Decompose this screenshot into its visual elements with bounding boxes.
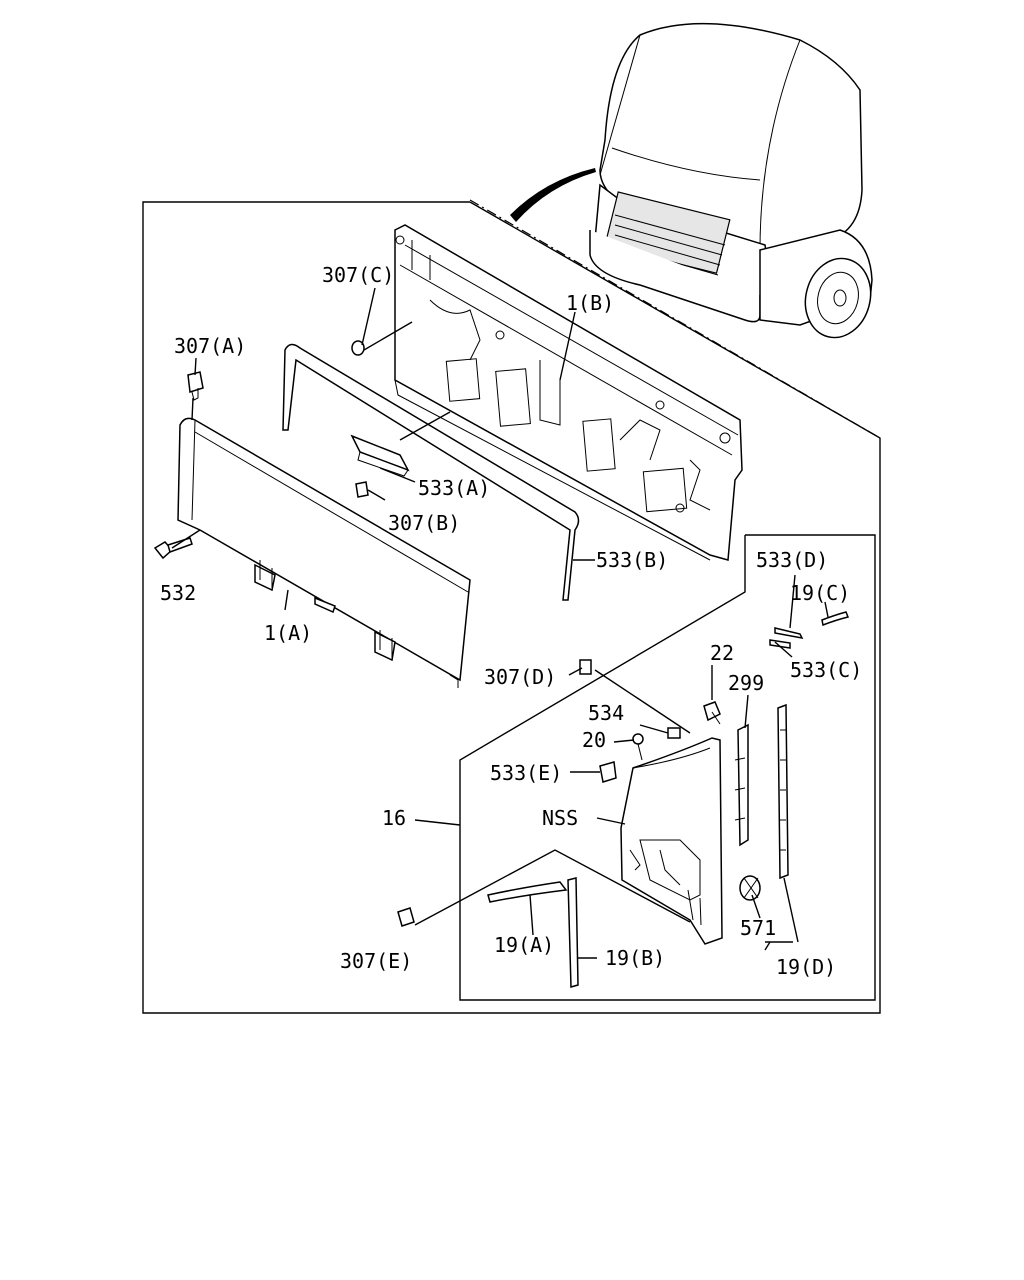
label-307c: 307(C) xyxy=(322,263,394,287)
label-19d: 19(D) xyxy=(776,955,836,979)
strip-299 xyxy=(734,723,749,847)
label-19a: 19(A) xyxy=(494,933,554,957)
label-19b: 19(B) xyxy=(605,946,665,970)
seal-533a xyxy=(350,434,410,477)
seal-19b xyxy=(567,877,579,988)
panel-1b xyxy=(394,224,743,561)
label-571: 571 xyxy=(740,916,776,940)
label-307e: 307(E) xyxy=(340,949,412,973)
grille-1a xyxy=(177,417,471,688)
label-534: 534 xyxy=(588,701,624,725)
label-307b: 307(B) xyxy=(388,511,460,535)
label-1a: 1(A) xyxy=(264,621,312,645)
leader-lines xyxy=(171,287,829,959)
fasteners xyxy=(153,340,850,927)
label-533b: 533(B) xyxy=(596,548,668,572)
label-nss: NSS xyxy=(542,806,578,830)
corner-panel-16 xyxy=(620,737,723,945)
label-307a: 307(A) xyxy=(174,334,246,358)
label-19c: 19(C) xyxy=(790,581,850,605)
label-22: 22 xyxy=(710,641,734,665)
label-299: 299 xyxy=(728,671,764,695)
label-307d: 307(D) xyxy=(484,665,556,689)
seal-19a xyxy=(487,881,568,903)
label-20: 20 xyxy=(582,728,606,752)
part-labels: 307(C) 307(A) 1(B) 533(A) 307(B) 533(B) … xyxy=(160,263,862,979)
label-533c: 533(C) xyxy=(790,658,862,682)
label-533a: 533(A) xyxy=(418,476,490,500)
label-1b: 1(B) xyxy=(566,291,614,315)
label-533d: 533(D) xyxy=(756,548,828,572)
label-532: 532 xyxy=(160,581,196,605)
strip-19d xyxy=(777,703,789,880)
group-frame xyxy=(142,201,881,1014)
label-533e: 533(E) xyxy=(490,761,562,785)
label-16: 16 xyxy=(382,806,406,830)
seal-533b xyxy=(282,343,580,601)
